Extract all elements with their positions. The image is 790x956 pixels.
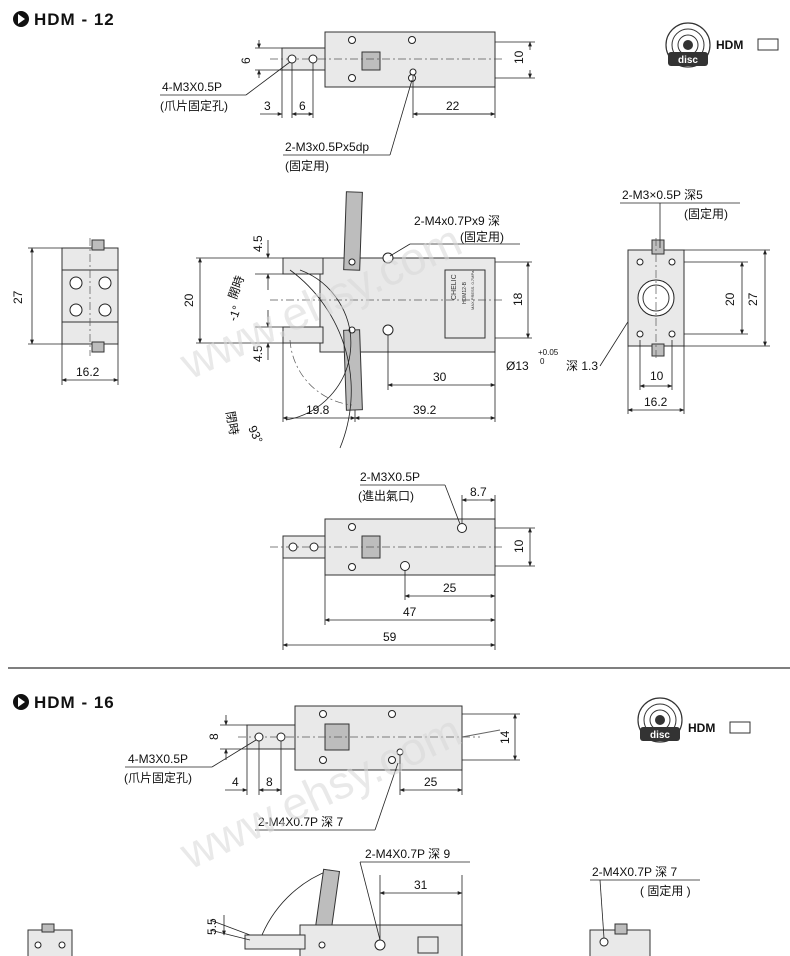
nameplate-line-1: CHELIC xyxy=(451,274,458,300)
bottom-view-hdm-12: 8.7 10 25 47 59 2-M3X0.5P (進出氣口) xyxy=(270,470,535,650)
right-end-view-hdm-12: 20 27 10 16.2 2-M3×0.5P 深5 (固定用) xyxy=(620,188,770,414)
logo-label-2: HDM xyxy=(688,721,715,735)
lower-views-hdm-16: 5.5 31 2-M4X0.7P 深 9 2-M4X0.7P 深 7 ( 固定用… xyxy=(27,847,700,956)
title-hdm-12: HDM - 12 xyxy=(13,10,115,29)
dim-6-bot: 6 xyxy=(299,99,306,113)
dim-8-top: 8 xyxy=(207,733,221,740)
dim-30: 30 xyxy=(433,370,447,384)
dim-27-right: 27 xyxy=(746,292,760,306)
label-jaw-note-16: (爪片固定孔) xyxy=(124,770,192,785)
nameplate-line-2: HDM12-B xyxy=(462,281,468,304)
dim-31: 31 xyxy=(414,878,428,892)
label-side-note: (固定用) xyxy=(460,229,504,244)
dim-25: 25 xyxy=(443,581,457,595)
dim-4: 4 xyxy=(232,775,239,789)
dim-14: 14 xyxy=(498,730,512,744)
label-end-screw-16: 2-M4X0.7P 深 7 xyxy=(592,865,677,879)
label-end-note: (固定用) xyxy=(684,206,728,221)
top-view-hdm-16: 8 14 4 8 25 4-M3X0.5P (爪片固定孔) 2-M4X0.7P … xyxy=(124,705,520,831)
label-port-note: (進出氣口) xyxy=(358,489,414,503)
label-open: 開時 xyxy=(226,274,247,301)
label-mount-screw-16: 2-M4X0.7P 深 7 xyxy=(258,815,343,829)
dim-3: 3 xyxy=(264,99,271,113)
title-hdm-16: HDM - 16 xyxy=(13,693,115,712)
dim-22: 22 xyxy=(446,99,460,113)
section-title: HDM - 12 xyxy=(34,10,115,29)
logo-label: HDM xyxy=(716,38,743,52)
dim-16-2-left: 16.2 xyxy=(76,365,100,379)
section-hdm-12: HDM - 12 disc HDM 6 xyxy=(11,10,779,650)
dim-10-right: 10 xyxy=(650,369,664,383)
dim-10-bot: 10 xyxy=(512,539,526,553)
label-close: 閉時 xyxy=(223,410,241,436)
left-end-view-hdm-12: 27 16.2 xyxy=(11,238,119,385)
dim-20-right: 20 xyxy=(723,292,737,306)
logo-brand-2: disc xyxy=(650,730,670,741)
label-port-screw: 2-M3X0.5P xyxy=(360,470,420,484)
dim-16-2-right: 16.2 xyxy=(644,395,668,409)
top-view-hdm-12: 6 10 3 6 22 4-M3X0.5P (爪片固定孔) 2-M3x0.5Px… xyxy=(160,31,535,173)
dim-10-top: 10 xyxy=(512,50,526,64)
dim-4-5-bot: 4.5 xyxy=(251,345,265,362)
dim-25-16: 25 xyxy=(424,775,438,789)
label-bore: Ø13 xyxy=(506,359,529,373)
dim-47: 47 xyxy=(403,605,417,619)
dim-27-left: 27 xyxy=(11,290,25,304)
label-open-angle: -1° xyxy=(226,304,245,324)
dim-8-7: 8.7 xyxy=(470,485,487,499)
dim-19-8: 19.8 xyxy=(306,403,330,417)
label-side-screw: 2-M4x0.7Px9 深 xyxy=(414,214,500,228)
label-end-screw: 2-M3×0.5P 深5 xyxy=(622,188,703,202)
label-jaw-screw: 4-M3X0.5P xyxy=(162,80,222,94)
dim-18: 18 xyxy=(511,292,525,306)
label-bore-tol-upper: +0.05 xyxy=(538,348,559,357)
label-jaw-screw-16: 4-M3X0.5P xyxy=(128,752,188,766)
section-hdm-16: HDM - 16 disc HDM 8 xyxy=(13,693,751,956)
dim-5-5: 5.5 xyxy=(205,918,219,935)
label-jaw-note: (爪片固定孔) xyxy=(160,98,228,113)
logo-brand: disc xyxy=(678,55,698,66)
label-close-angle: 93° xyxy=(245,423,265,446)
disc-logo-2: disc HDM xyxy=(637,697,751,743)
dim-6-top: 6 xyxy=(239,57,253,64)
label-bore-tol-lower: 0 xyxy=(540,357,545,366)
label-bore-depth: 深 1.3 xyxy=(566,359,598,373)
nameplate-line-3: MAX.PRESS. 0.7MPa xyxy=(470,270,475,310)
section-title-2: HDM - 16 xyxy=(34,693,115,712)
disc-logo: disc HDM xyxy=(665,22,779,68)
dim-20-left: 20 xyxy=(182,293,196,307)
label-mount-screw: 2-M3x0.5Px5dp xyxy=(285,140,369,154)
dim-39-2: 39.2 xyxy=(413,403,437,417)
dim-8-bot: 8 xyxy=(266,775,273,789)
dim-59: 59 xyxy=(383,630,397,644)
label-side-screw-16: 2-M4X0.7P 深 9 xyxy=(365,847,450,861)
front-view-hdm-12: CHELIC HDM12-B MAX.PRESS. 0.7MPa 開時 -1° … xyxy=(182,191,649,449)
label-end-note-16: ( 固定用 ) xyxy=(640,883,691,898)
dim-4-5-top: 4.5 xyxy=(251,235,265,252)
label-mount-note: (固定用) xyxy=(285,158,329,173)
